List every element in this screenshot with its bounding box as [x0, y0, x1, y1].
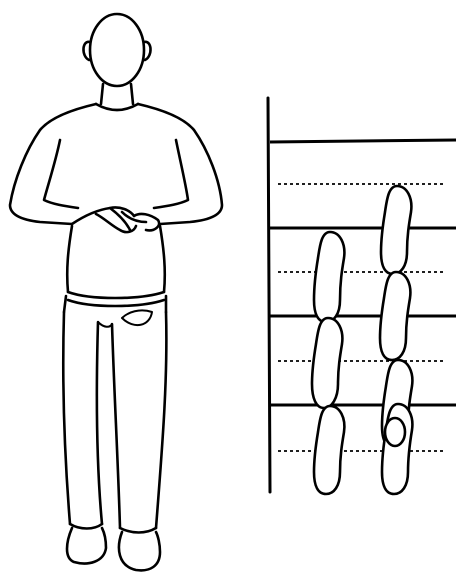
collar — [96, 104, 138, 110]
crotch-line — [98, 322, 112, 327]
head — [90, 14, 144, 86]
right-arm-inner — [154, 140, 188, 208]
footprint-icon — [314, 406, 344, 494]
right-shoe — [119, 532, 160, 570]
left-arm-inner — [44, 140, 78, 208]
clasped-hands — [72, 207, 159, 232]
step-grid — [268, 98, 456, 492]
shirt-body — [67, 226, 165, 292]
pocket — [122, 310, 152, 325]
right-cuff — [120, 528, 156, 533]
footprint-icon — [314, 232, 344, 322]
left-leg — [63, 312, 102, 524]
footprint-icon — [312, 318, 342, 408]
left-shoe — [67, 528, 106, 563]
vertical-edge-line — [268, 98, 270, 492]
right-leg — [112, 312, 166, 528]
left-cuff — [70, 524, 102, 529]
heel-mark — [385, 418, 405, 446]
footprint-icon — [381, 186, 411, 274]
footprint-icon — [380, 272, 410, 360]
shirt-hem — [68, 292, 164, 306]
solid-line-1 — [270, 140, 456, 142]
standing-person-icon — [10, 14, 222, 570]
footprints — [312, 186, 412, 494]
